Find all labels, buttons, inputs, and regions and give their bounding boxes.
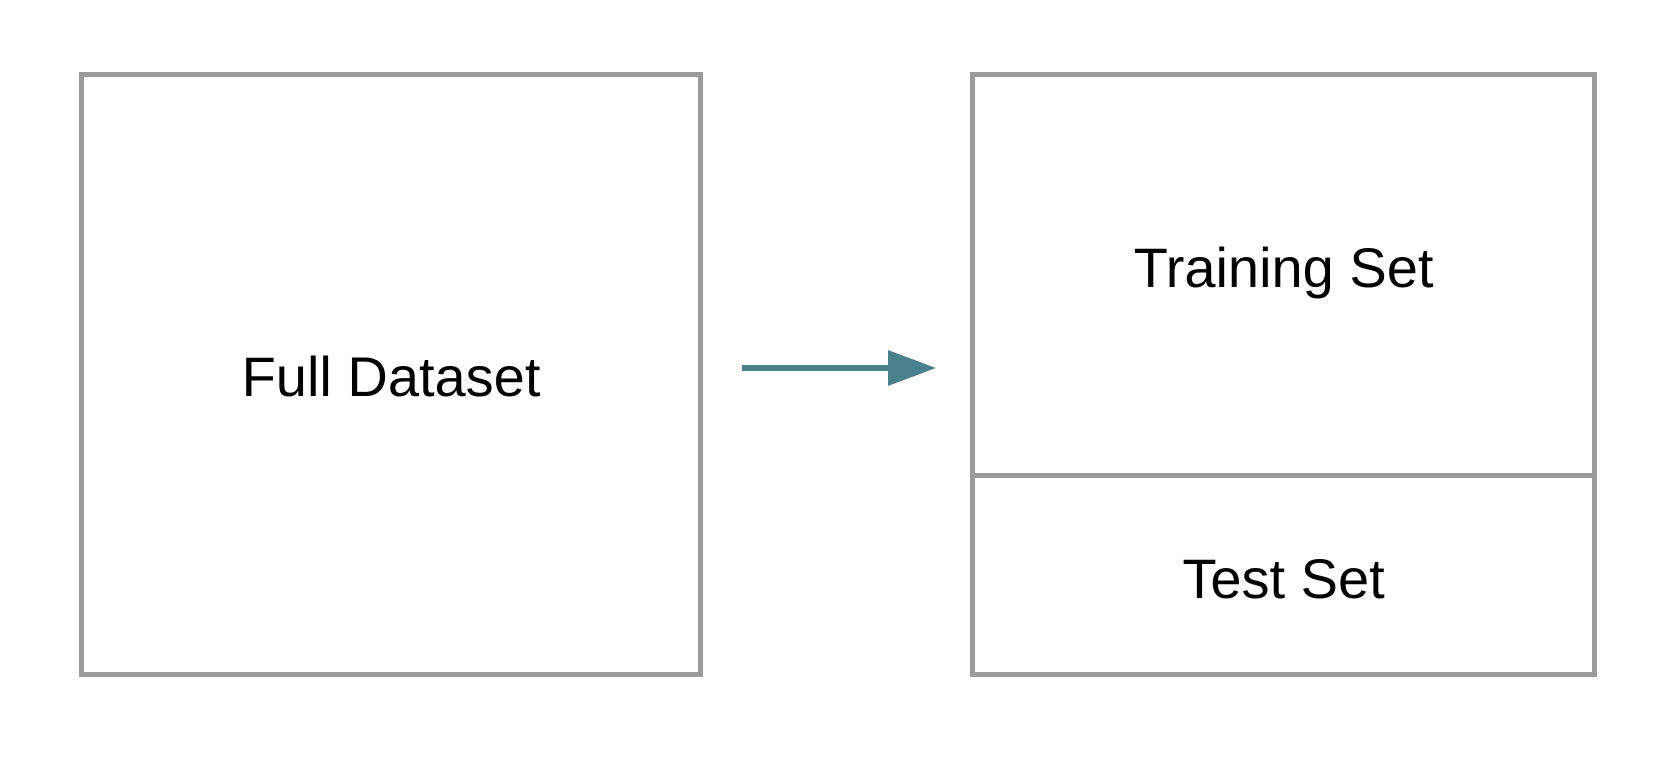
full-dataset-region: Full Dataset	[84, 77, 698, 672]
full-dataset-box: Full Dataset	[79, 72, 703, 677]
split-dataset-box: Training Set Test Set	[970, 72, 1597, 677]
test-set-label: Test Set	[1182, 547, 1385, 610]
test-set-region: Test Set	[975, 478, 1592, 672]
full-dataset-label: Full Dataset	[241, 344, 541, 408]
split-divider	[975, 473, 1592, 478]
training-set-label: Training Set	[1133, 236, 1434, 299]
training-set-region: Training Set	[975, 77, 1592, 473]
arrow-head	[888, 350, 936, 386]
arrow-shaft	[742, 365, 894, 371]
arrow-right-icon	[742, 350, 936, 386]
